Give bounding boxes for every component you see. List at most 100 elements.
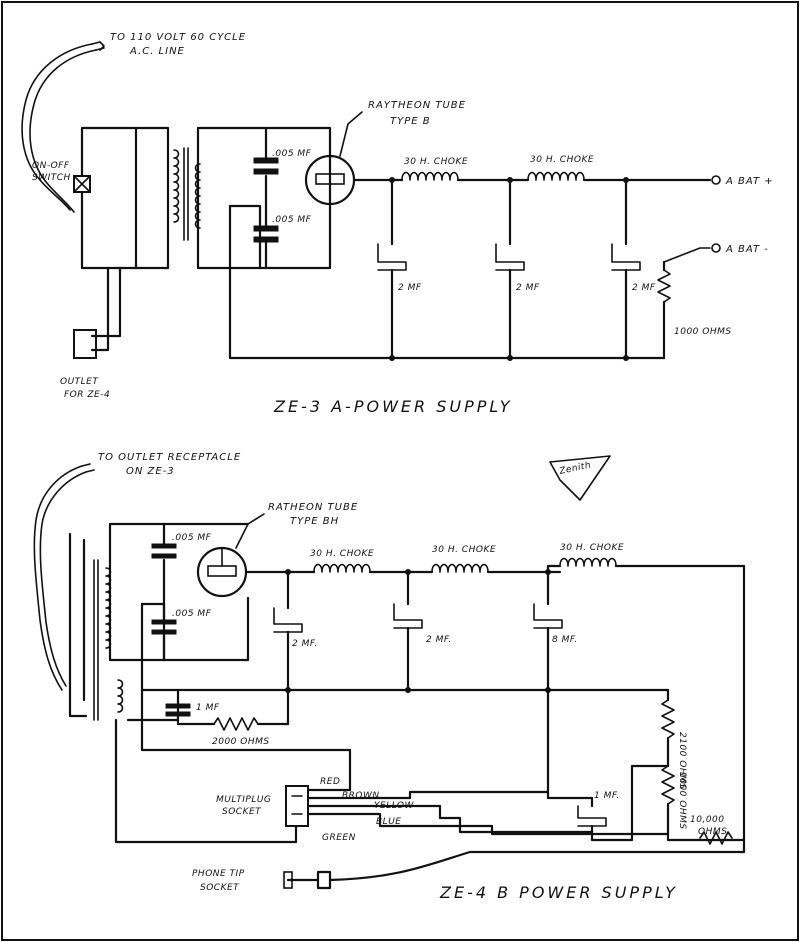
wire-red-label: RED [320,777,340,787]
filter-1-label: 2 MF [398,283,422,293]
wire-brown [306,790,550,800]
tube-label-2: TYPE B [390,116,431,127]
b-filter-2-label: 2 MF. [426,635,452,645]
line-label-2: A.C. LINE [129,46,185,57]
outlet-label-1: OUTLET [60,377,99,387]
choke-2-label: 30 H. CHOKE [530,155,594,165]
multiplug-socket-icon [285,785,309,827]
tube-label-1: RAYTHEON TUBE [368,100,466,111]
phone-label-2: SOCKET [200,883,240,893]
ze3-a-power-supply: TO 110 VOLT 60 CYCLE A.C. LINE ON-OFF SW… [21,32,774,416]
resistor-label: 1000 OHMS [674,327,732,337]
ze4-title: ZE-4 B POWER SUPPLY [439,883,678,902]
b-filter-1-label: 2 MF. [292,639,318,649]
choke-1-icon [401,171,459,181]
capacitor-icon [253,225,279,232]
multiplug-label-1: MULTIPLUG [216,795,271,805]
choke-2-icon [527,171,585,181]
capacitor-icon [253,157,279,164]
b-choke-1-icon [313,563,371,573]
outlet-line-cord [33,463,95,691]
phone-label-1: PHONE TIP [192,869,245,879]
transformer-secondary-icon [194,163,201,229]
tube-pointer [339,111,363,157]
a-bat-minus-terminal-icon [711,243,721,253]
phone-tip-socket-icon [286,870,332,890]
line-label-1: TO 110 VOLT 60 CYCLE [110,32,246,43]
wire-blue-label: BLUE [376,817,401,827]
cap-top-label: .005 MF [272,149,312,159]
a-bat-minus-label: A BAT - [725,244,769,255]
zenith-logo: Zenith [549,455,611,501]
secondary-loop [196,126,332,270]
b-choke-2-icon [431,563,489,573]
center-tap [228,204,262,270]
capacitor-icon [253,236,279,243]
transformer-core-icon [183,147,189,241]
wire-green-label: GREEN [322,833,356,843]
ground-return [228,204,666,360]
multiplug-label-2: SOCKET [222,807,262,817]
res-10000-label-1: 10,000 [690,815,725,825]
wire-yellow [306,804,594,834]
res-10000-label-2: OHMS [698,827,727,837]
b-line-label-1: TO OUTLET RECEPTACLE [98,452,241,463]
wire-brown-label: BROWN [342,791,380,801]
resistor-2100-icon [661,699,675,739]
cap-bottom-label: .005 MF [272,215,312,225]
capacitor-icon [253,168,279,175]
filter-cap-1-icon [377,243,407,271]
transformer-primary-icon [173,149,180,223]
filter-2-label: 2 MF [516,283,540,293]
wire-green [114,718,298,844]
b-choke-3-label: 30 H. CHOKE [560,543,624,553]
primary-left-wire [68,532,88,718]
choke-1-label: 30 H. CHOKE [404,157,468,167]
b-cap-top-label: .005 MF [172,533,212,543]
wire-yellow-label: YELLOW [374,801,415,811]
filter-cap-2-icon [495,243,525,271]
b-choke-2-label: 30 H. CHOKE [432,545,496,555]
b-transformer-core-icon [93,559,99,721]
resistor-1000-icon [661,765,675,805]
b-filter-cap-2-icon [393,603,423,629]
b-ground-rail [140,602,670,692]
res-2100-label: 2100 OHMS [677,732,687,790]
a-bat-plus-terminal-icon [711,175,721,185]
resistor-10000-icon [699,831,733,845]
cap-1mf-b-icon [577,805,607,827]
ze4-b-power-supply: TO OUTLET RECEPTACLE ON ZE-3 Zenith .005… [33,452,746,902]
b-choke-1-label: 30 H. CHOKE [310,549,374,559]
res-2000-label: 2000 OHMS [212,737,270,747]
switch-label-2: SWITCH [32,173,71,183]
b-filter-cap-3-icon [533,603,563,629]
b-tube-label-2: TYPE BH [290,516,339,527]
filter-cap-3-icon [611,243,641,271]
b-tube-label-1: RATHEON TUBE [268,502,358,513]
primary-loop [80,126,170,270]
b-choke-3-icon [559,557,617,567]
b-filter-3-label: 8 MF. [552,635,578,645]
ze3-title: ZE-3 A-POWER SUPPLY [273,397,513,416]
b-filament-winding-icon [117,679,124,713]
b-secondary-loop [108,522,250,662]
wire-blue [306,812,670,836]
switch-label-1: ON-OFF [32,161,70,171]
outlet-icon [73,329,97,359]
logo-text: Zenith [558,460,592,477]
b-cap-bottom-label: .005 MF [172,609,212,619]
potentiometer-1000-icon [657,269,671,303]
cap-1mf-label: 1 MF [196,703,220,713]
a-bat-plus-label: A BAT + [725,176,774,187]
outlet-label-2: FOR ZE-4 [64,390,110,400]
b-tube-pointer [235,513,265,549]
b-line-label-2: ON ZE-3 [126,466,175,477]
filter-3-label: 2 MF [632,283,656,293]
cap-1mf-b-label: 1 MF. [594,791,620,801]
b-filter-cap-1-icon [273,607,303,633]
wire-red [140,688,352,792]
resistor-2000-icon [213,717,259,731]
